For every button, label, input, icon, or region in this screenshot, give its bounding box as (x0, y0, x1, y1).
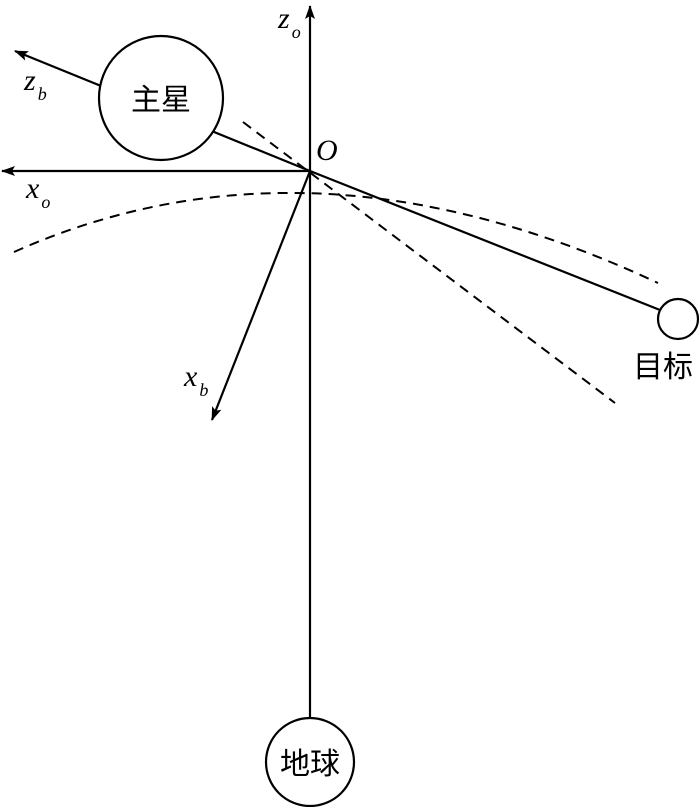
orbit-arc (13, 191, 659, 284)
zb-label-sub: b (38, 84, 47, 104)
line-of-sight-target (309, 169, 661, 312)
zb-label-main: z (23, 64, 36, 97)
chief-label: 主星 (131, 83, 191, 118)
axis-xb (210, 170, 312, 421)
zo-label-sub: o (292, 22, 301, 42)
xo-label-sub: o (41, 192, 50, 212)
earth: 地球 (264, 716, 356, 807)
target-label: 目标 (633, 350, 693, 385)
chief-satellite: 主星 (97, 34, 225, 162)
zo-label-main: z (277, 2, 290, 35)
dashed-auxiliary-line (242, 121, 616, 404)
xb-label-sub: b (199, 380, 208, 400)
target-satellite: 目标 (633, 297, 700, 385)
earth-label: 地球 (280, 747, 340, 782)
xb-label-main: x (183, 360, 198, 393)
xo-label-main: x (25, 172, 40, 205)
origin-label: O (316, 134, 338, 167)
